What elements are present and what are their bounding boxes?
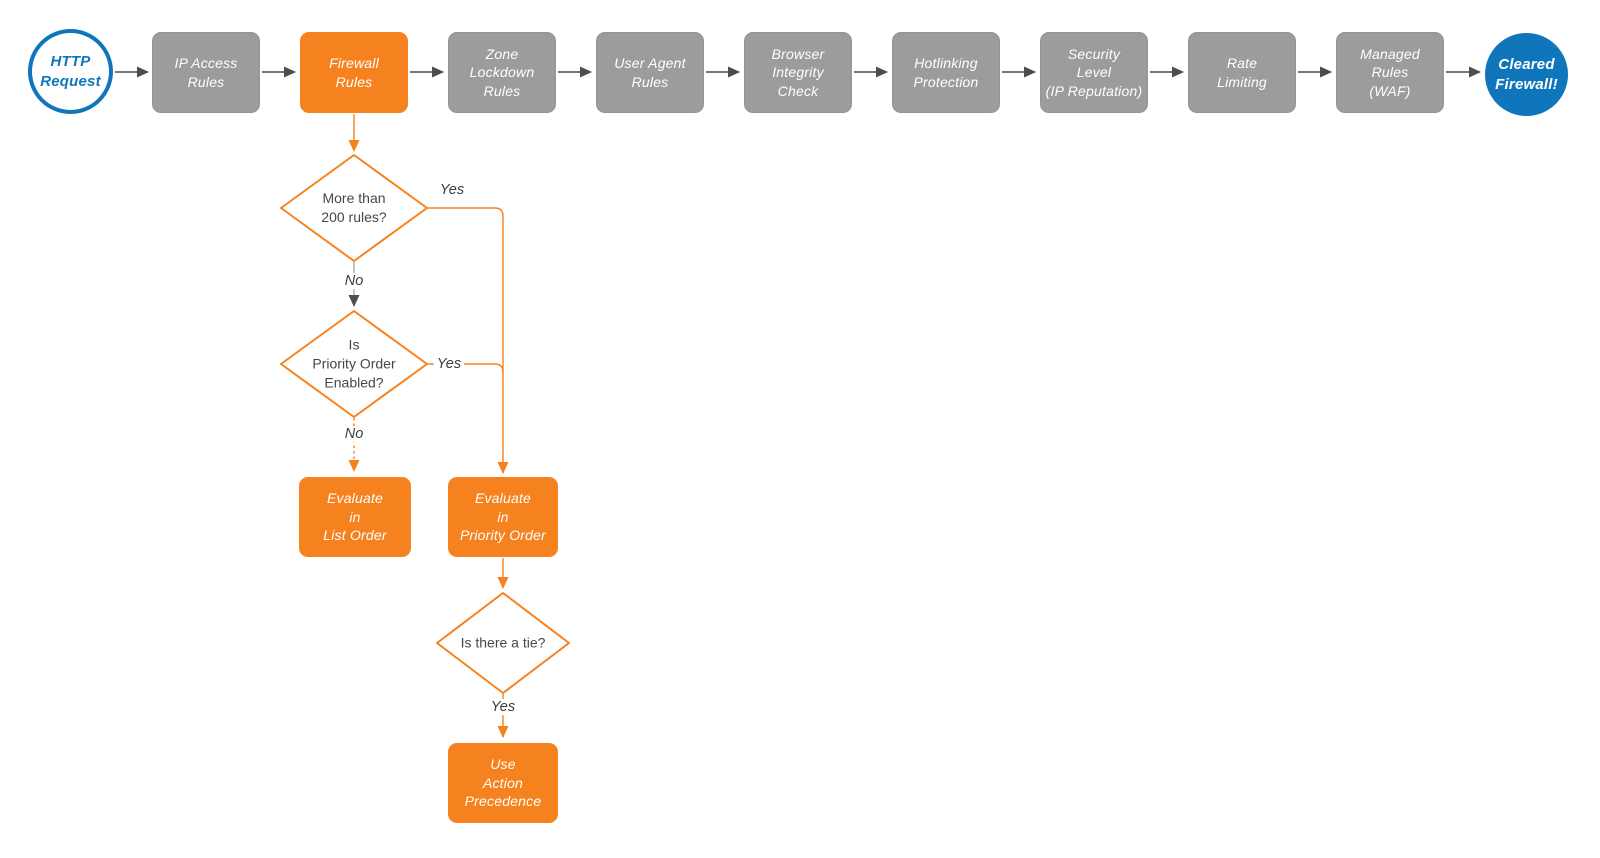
decision-tie-shape: [436, 592, 570, 694]
edge-label-tie-yes: Yes: [487, 699, 519, 715]
edge-priority-yes-join: [427, 363, 504, 373]
decision-priority-enabled-label: Is Priority Order Enabled?: [312, 336, 396, 391]
node-hotlinking-protection: Hotlinking Protection: [892, 32, 1000, 113]
decision-more-200-shape: [280, 154, 428, 262]
node-firewall-rules: Firewall Rules: [300, 32, 408, 113]
decision-more-200-label: More than 200 rules?: [321, 190, 387, 225]
node-evaluate-list-order: Evaluate in List Order: [299, 477, 411, 557]
edge-label-priority-yes: Yes: [433, 356, 465, 372]
node-evaluate-priority-order: Evaluate in Priority Order: [448, 477, 558, 557]
edge-label-priority-no: No: [341, 426, 367, 442]
node-cleared-firewall: Cleared Firewall!: [1485, 33, 1568, 116]
node-zone-lockdown-rules: Zone Lockdown Rules: [448, 32, 556, 113]
node-http-request: HTTP Request: [28, 29, 113, 114]
decision-priority-enabled-shape: [280, 310, 428, 418]
node-user-agent-rules: User Agent Rules: [596, 32, 704, 113]
node-browser-integrity-check: Browser Integrity Check: [744, 32, 852, 113]
node-use-action-precedence: Use Action Precedence: [448, 743, 558, 823]
edge-more-200-yes-to-priority-order: [427, 207, 509, 474]
decision-tie-label: Is there a tie?: [460, 634, 546, 651]
node-security-level: Security Level (IP Reputation): [1040, 32, 1148, 113]
node-ip-access-rules: IP Access Rules: [152, 32, 260, 113]
node-managed-rules-waf: Managed Rules (WAF): [1336, 32, 1444, 113]
edge-label-more-200-yes: Yes: [439, 182, 465, 198]
edge-label-more-200-no: No: [341, 273, 367, 289]
node-rate-limiting: Rate Limiting: [1188, 32, 1296, 113]
